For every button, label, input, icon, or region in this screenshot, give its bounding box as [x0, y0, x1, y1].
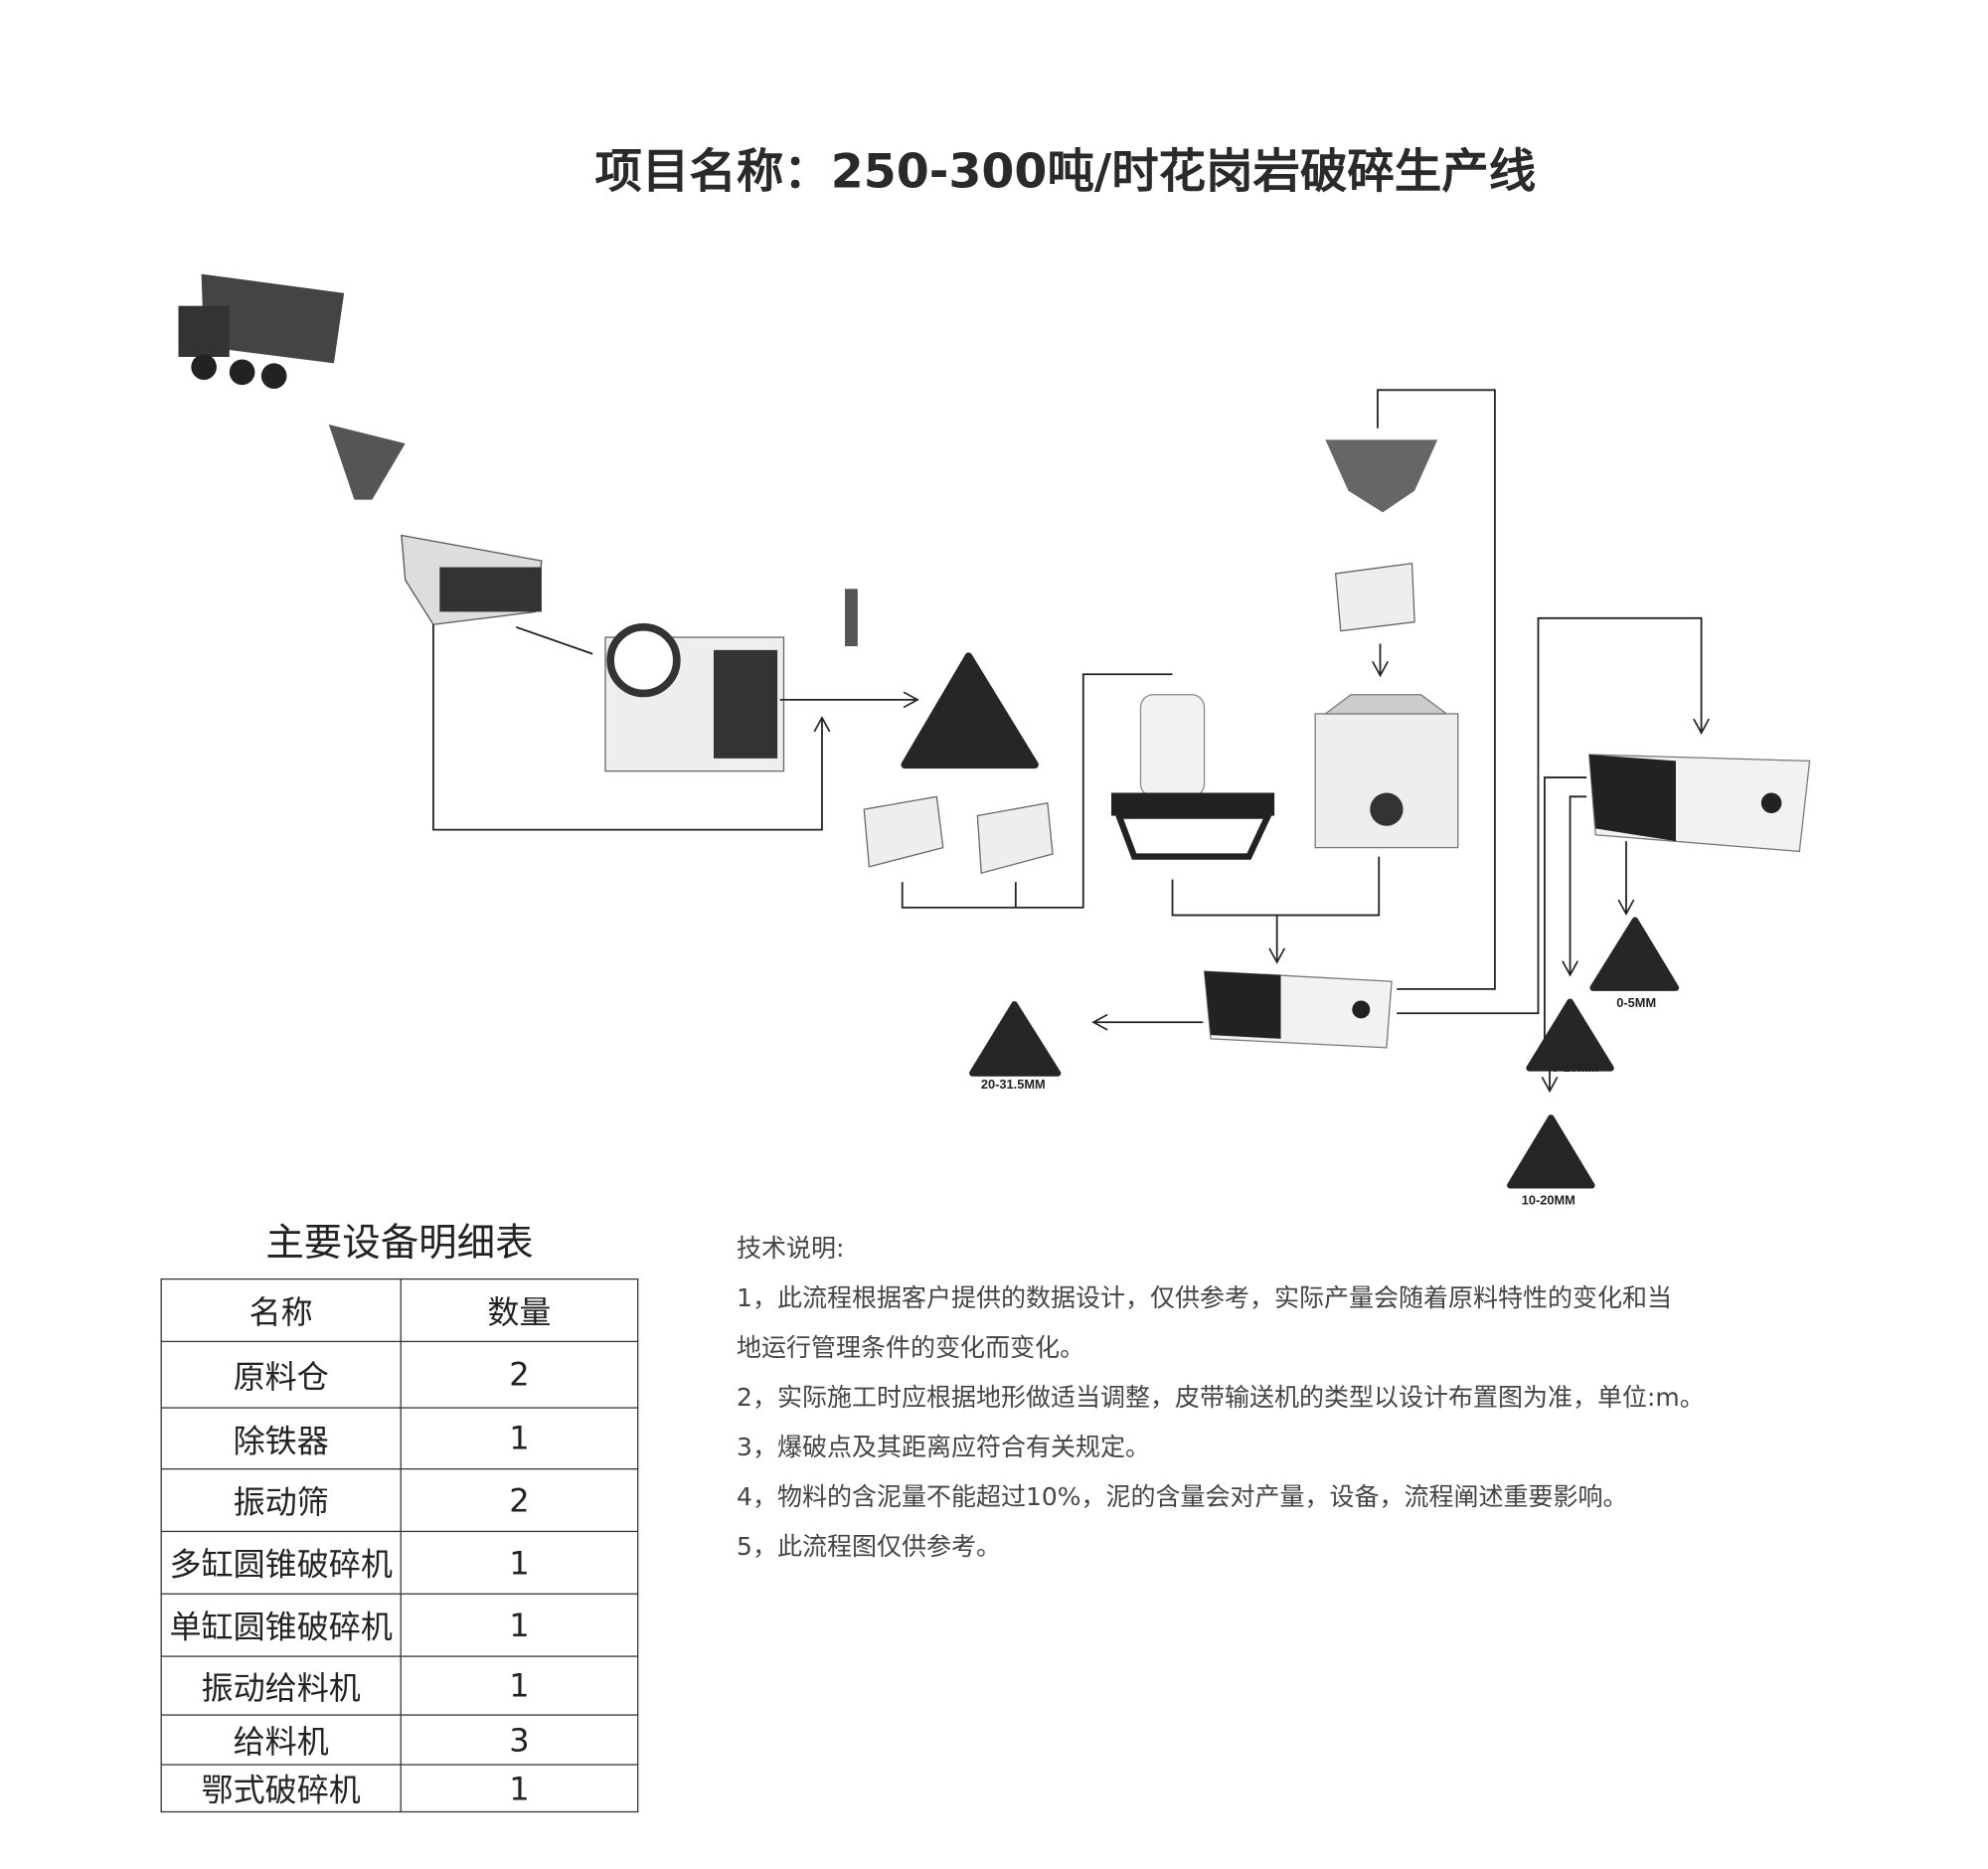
vibrating-screen-middle-icon	[1203, 970, 1393, 1049]
jaw-crusher-icon	[604, 622, 785, 772]
single-cylinder-cone-crusher-icon	[1110, 694, 1275, 860]
note-line: 4，物料的含泥量不能超过10%，泥的含量会对产量，设备，流程阐述重要影响。	[737, 1482, 1628, 1512]
flow-line	[515, 625, 593, 655]
equipment-name: 单缸圆锥破碎机	[160, 1593, 402, 1657]
notes-heading: 技术说明:	[737, 1234, 845, 1264]
note-line: 1，此流程根据客户提供的数据设计，仅供参考，实际产量会随着原料特性的变化和当	[737, 1283, 1673, 1313]
flow-line	[1377, 389, 1496, 990]
vibrating-screen-large-icon	[1588, 754, 1811, 853]
header-qty: 数量	[400, 1277, 639, 1343]
equipment-name: 振动筛	[160, 1467, 402, 1533]
product-pile-10-20mm: 10-20MM	[1507, 1114, 1595, 1208]
process-flow-diagram: 20-31.5MM 0-5MM 5-10MM 10-20MM	[178, 273, 1811, 1208]
table-header-row: 名称 数量	[160, 1277, 639, 1343]
equipment-table-title: 主要设备明细表	[265, 1221, 534, 1267]
product-pile-20-31.5mm: 20-31.5MM	[969, 1001, 1062, 1092]
note-line: 3，爆破点及其距离应符合有关规定。	[737, 1433, 1150, 1462]
product-label: 5-10MM	[1552, 1060, 1598, 1075]
product-label: 0-5MM	[1616, 995, 1656, 1010]
equipment-name: 鄂式破碎机	[160, 1764, 402, 1813]
equipment-name: 多缸圆锥破碎机	[160, 1530, 402, 1595]
vibrating-screen-small-1-icon	[863, 795, 944, 868]
equipment-qty: 1	[400, 1764, 639, 1813]
flow-line	[432, 624, 831, 831]
equipment-qty: 2	[400, 1340, 639, 1409]
dump-truck-icon	[178, 273, 345, 390]
product-label: 10-20MM	[1522, 1193, 1575, 1208]
vibrating-screen-small-2-icon	[976, 801, 1054, 875]
equipment-qty: 2	[400, 1467, 639, 1533]
flow-line	[1562, 795, 1587, 977]
flow-line	[1544, 776, 1587, 1039]
feeder-icon	[1334, 562, 1415, 632]
equipment-name: 原料仓	[160, 1340, 402, 1409]
multi-cylinder-cone-crusher-icon	[1314, 694, 1459, 849]
equipment-qty: 1	[400, 1655, 639, 1716]
flow-lines	[432, 389, 1711, 1094]
product-pile-0-5mm: 0-5MM	[1589, 917, 1680, 1010]
flow-line	[1171, 856, 1381, 917]
equipment-qty: 1	[400, 1593, 639, 1657]
stockpile-triangle-intermediate	[901, 652, 1039, 769]
vibrating-feeder-icon	[401, 534, 543, 625]
equipment-name: 除铁器	[160, 1407, 402, 1470]
equipment-qty: 1	[400, 1407, 639, 1470]
note-line: 5，此流程图仅供参考。	[737, 1532, 1001, 1562]
note-line: 地运行管理条件的变化而变化。	[737, 1333, 1085, 1363]
page-title: 项目名称：250-300吨/时花岗岩破碎生产线	[594, 143, 1537, 200]
product-pile-5-10mm: 5-10MM	[1526, 998, 1614, 1075]
flow-line	[901, 673, 1173, 909]
feed-hopper-icon	[1325, 439, 1438, 513]
equipment-name: 给料机	[160, 1714, 402, 1766]
technical-notes: 技术说明: 1，此流程根据客户提供的数据设计，仅供参考，实际产量会随着原料特性的…	[737, 1224, 1705, 1572]
equipment-qty: 3	[400, 1714, 639, 1766]
iron-remover-icon	[845, 589, 858, 647]
raw-material-hopper-icon	[328, 424, 406, 500]
header-name: 名称	[160, 1277, 402, 1343]
equipment-qty: 1	[400, 1530, 639, 1595]
note-line: 2，实际施工时应根据地形做适当调整，皮带输送机的类型以设计布置图为准，单位:m。	[737, 1383, 1705, 1413]
product-label: 20-31.5MM	[981, 1077, 1046, 1092]
flow-line	[1397, 616, 1711, 1015]
equipment-name: 振动给料机	[160, 1655, 402, 1716]
